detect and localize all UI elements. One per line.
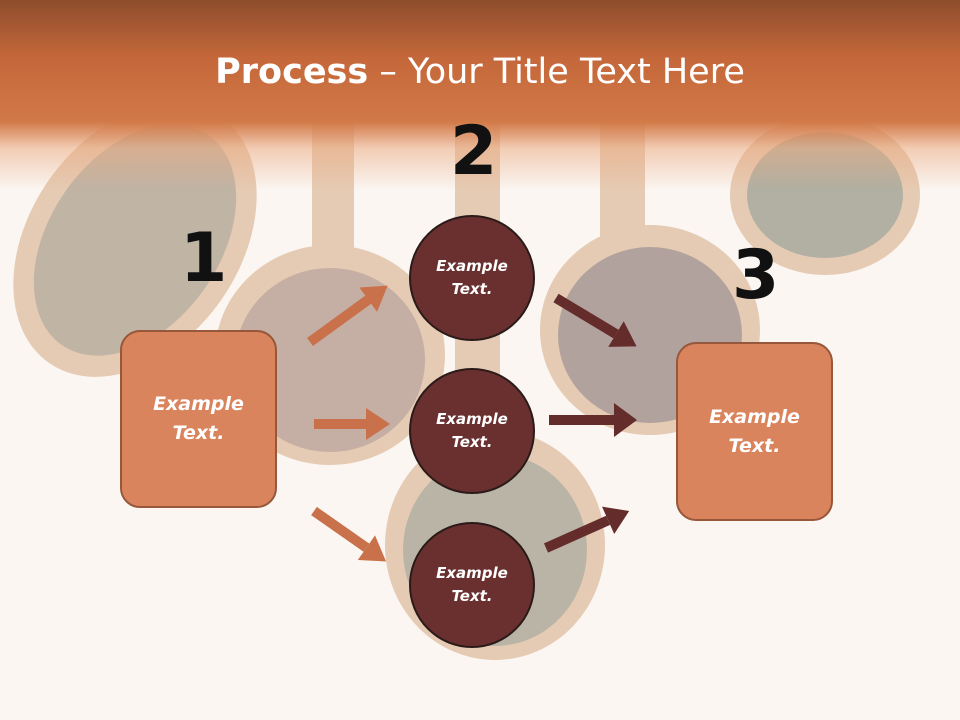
arrow-1-to-middle-circle [314,408,390,440]
title-rest: – Your Title Text Here [368,52,745,92]
arrows-to-step-3 [543,293,637,553]
arrow-1-to-top-circle [307,285,388,347]
step-1-box: Example Text. [120,330,277,508]
step-number-2: 2 [450,112,498,191]
step-2-circle-bottom: Example Text. [409,522,535,648]
step-3-box: Example Text. [676,342,833,521]
arrow-top-circle-to-3 [553,293,637,347]
title-bar [0,0,960,190]
arrow-middle-circle-to-3 [549,403,637,437]
arrow-bottom-circle-to-3 [543,506,630,553]
step-number-3: 3 [732,236,780,315]
step-2-circle-top: Example Text. [409,215,535,341]
arrows-from-step-1 [307,285,390,562]
title-bold: Process [215,52,369,92]
step-2-circle-middle: Example Text. [409,368,535,494]
arrow-1-to-bottom-circle [311,506,387,562]
step-number-1: 1 [180,219,228,298]
slide-title: Process – Your Title Text Here [0,52,960,92]
